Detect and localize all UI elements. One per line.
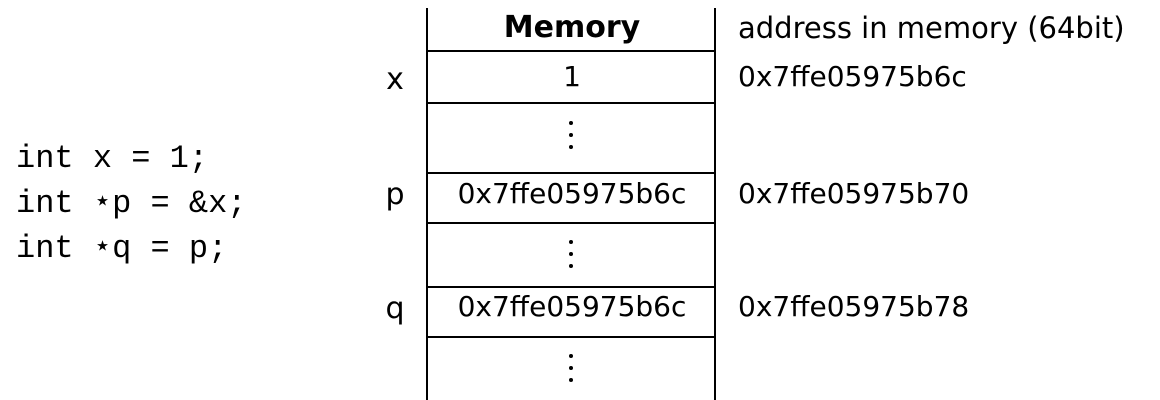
var-label-q: q [385,291,405,326]
row-divider [426,222,716,224]
memory-right-border [714,8,716,400]
address-x: 0x7ffe05975b6c [738,60,967,93]
row-divider [426,172,716,174]
ellipsis-icon [568,354,574,384]
address-q: 0x7ffe05975b78 [738,290,970,323]
address-p: 0x7ffe05975b70 [738,177,970,210]
var-label-p: p [385,177,405,212]
memory-cell-q: 0x7ffe05975b6c [457,290,687,323]
code-block: int x = 1; int ⋆p = &x; int ⋆q = p; [16,136,247,271]
memory-cell-p: 0x7ffe05975b6c [457,177,687,210]
code-line-p: int ⋆p = &x; [16,185,247,222]
var-label-x: x [386,62,404,97]
row-divider [426,102,716,104]
memory-header: Memory [503,10,641,45]
memory-left-border [426,8,428,400]
code-line-x: int x = 1; [16,140,209,177]
row-divider [426,286,716,288]
row-divider [426,336,716,338]
address-header: address in memory (64bit) [738,11,1125,45]
ellipsis-icon [568,240,574,270]
row-divider [426,50,716,52]
code-line-q: int ⋆q = p; [16,230,228,267]
memory-cell-x: 1 [563,60,581,93]
ellipsis-icon [568,121,574,151]
